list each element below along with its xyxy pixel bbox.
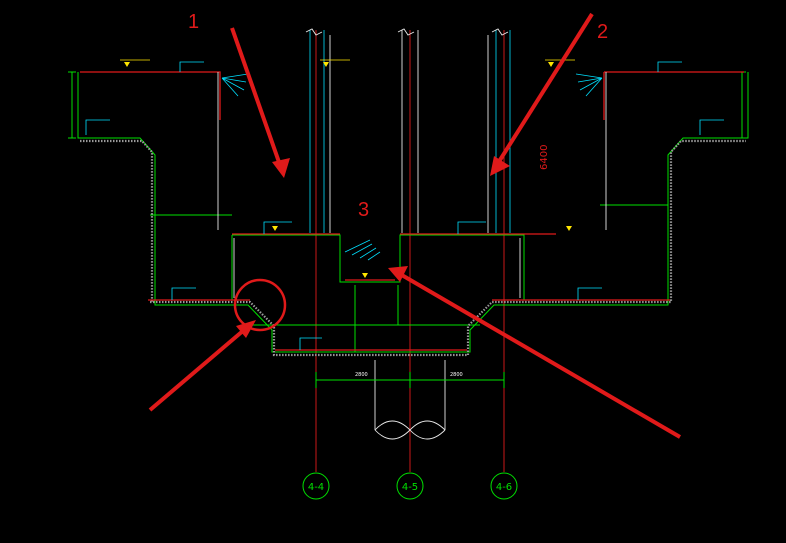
axis-bubble-4-5: 4-5	[396, 472, 424, 500]
axis-label-4-4: 4-4	[308, 482, 324, 493]
annotation-arrows	[148, 12, 682, 439]
level-markers	[120, 59, 575, 278]
axis-lines	[315, 30, 505, 472]
leader-labels	[85, 61, 724, 350]
rebar-lines	[80, 71, 744, 351]
arrow-head-3	[388, 266, 408, 282]
axis-label-4-5: 4-5	[402, 482, 418, 493]
dimension-right-2800: 2800	[450, 372, 463, 378]
axis-label-4-6: 4-6	[496, 482, 512, 493]
axis-bubble-4-4: 4-4	[302, 472, 330, 500]
arrow-head-2	[490, 156, 510, 176]
column-lines	[305, 28, 511, 440]
annotation-label-2: 2	[597, 21, 608, 43]
annotation-label-1: 1	[188, 11, 199, 33]
concrete-outline	[68, 71, 749, 388]
arrow-head-4	[236, 320, 256, 338]
annotation-label-3: 3	[358, 199, 369, 221]
hatch-boundary	[80, 139, 746, 357]
vertical-dimension-6400: 6400	[539, 145, 550, 170]
anchor-fans	[221, 73, 603, 261]
axis-bubble-4-6: 4-6	[490, 472, 518, 500]
highlight-circle	[233, 278, 287, 332]
dimension-left-2800: 2800	[355, 372, 368, 378]
arrow-head-1	[272, 158, 290, 178]
